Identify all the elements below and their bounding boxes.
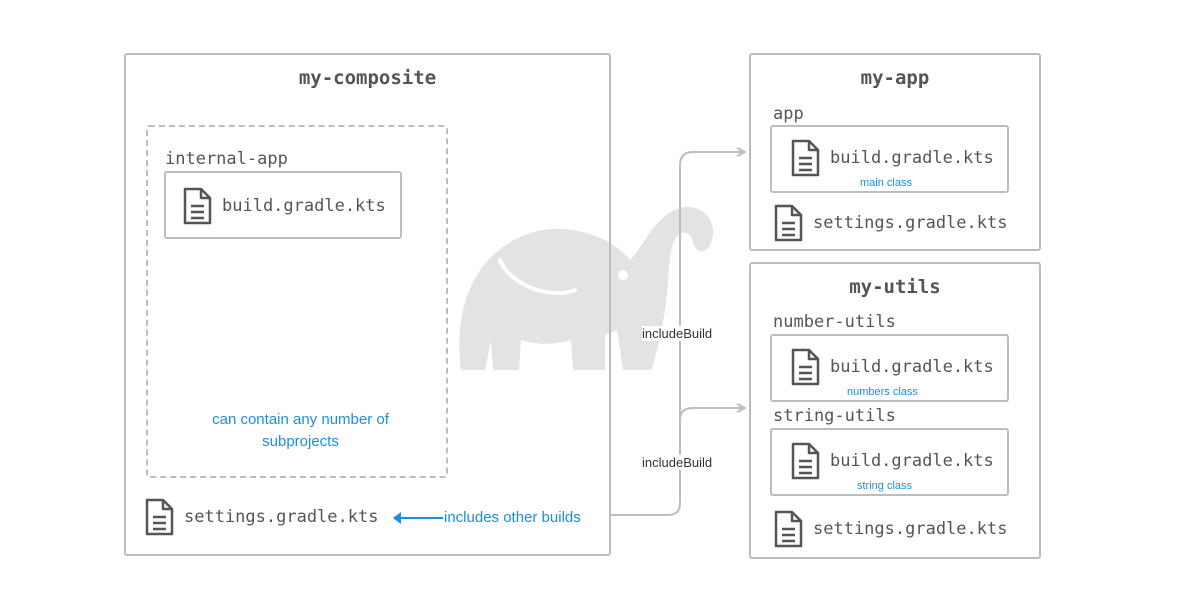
app-settings-file-name: settings.gradle.kts [813,213,1008,233]
subproject-name: internal-app [165,149,288,169]
string-utils-build-file-box: build.gradle.kts string class [770,428,1009,496]
file-document-icon [145,498,174,536]
subproject-build-file[interactable]: build.gradle.kts [182,187,386,225]
number-utils-note: numbers class [847,386,918,398]
composite-settings-file-name: settings.gradle.kts [184,507,379,527]
file-document-icon [791,442,820,480]
app-build-file[interactable]: build.gradle.kts [790,139,994,177]
include-build-label-app: includeBuild [642,326,713,341]
subproject-build-file-name: build.gradle.kts [222,196,386,216]
app-build-panel: my-app app build.gradle.kts main class s… [749,53,1041,251]
app-build-note: main class [860,177,912,189]
file-document-icon [774,204,803,242]
utils-build-panel: my-utils number-utils build.gradle.kts n… [749,262,1041,559]
string-utils-note: string class [857,480,913,492]
subprojects-note: can contain any number of subprojects [212,411,389,450]
subprojects-container: internal-app build.gradle.kts can contai… [146,125,448,478]
utils-build-title: my-utils [849,276,941,298]
subproject-build-file-box: build.gradle.kts [164,171,402,239]
includes-builds-note: includes other builds [444,509,581,526]
file-document-icon [774,510,803,548]
string-utils-build-file[interactable]: build.gradle.kts [790,442,994,480]
utils-settings-file-name: settings.gradle.kts [813,519,1008,539]
file-document-icon [791,139,820,177]
app-settings-file[interactable]: settings.gradle.kts [773,204,1007,242]
composite-title: my-composite [298,67,437,89]
app-module-name: app [773,104,804,124]
include-build-connector-utils [679,408,745,421]
number-utils-module-name: number-utils [773,312,896,332]
composite-build-panel: my-composite internal-app build.gradle.k… [124,53,611,556]
composite-settings-file[interactable]: settings.gradle.kts [144,498,378,536]
utils-settings-file[interactable]: settings.gradle.kts [773,510,1007,548]
left-arrow-icon [393,512,443,524]
app-build-title: my-app [860,67,930,89]
number-utils-build-file-name: build.gradle.kts [830,357,994,377]
file-document-icon [791,348,820,386]
number-utils-build-file[interactable]: build.gradle.kts [790,348,994,386]
app-build-file-name: build.gradle.kts [830,148,994,168]
file-document-icon [183,187,212,225]
number-utils-build-file-box: build.gradle.kts numbers class [770,334,1009,402]
app-build-file-box: build.gradle.kts main class [770,125,1009,193]
string-utils-module-name: string-utils [773,406,896,426]
include-build-label-utils: includeBuild [642,455,713,470]
string-utils-build-file-name: build.gradle.kts [830,451,994,471]
